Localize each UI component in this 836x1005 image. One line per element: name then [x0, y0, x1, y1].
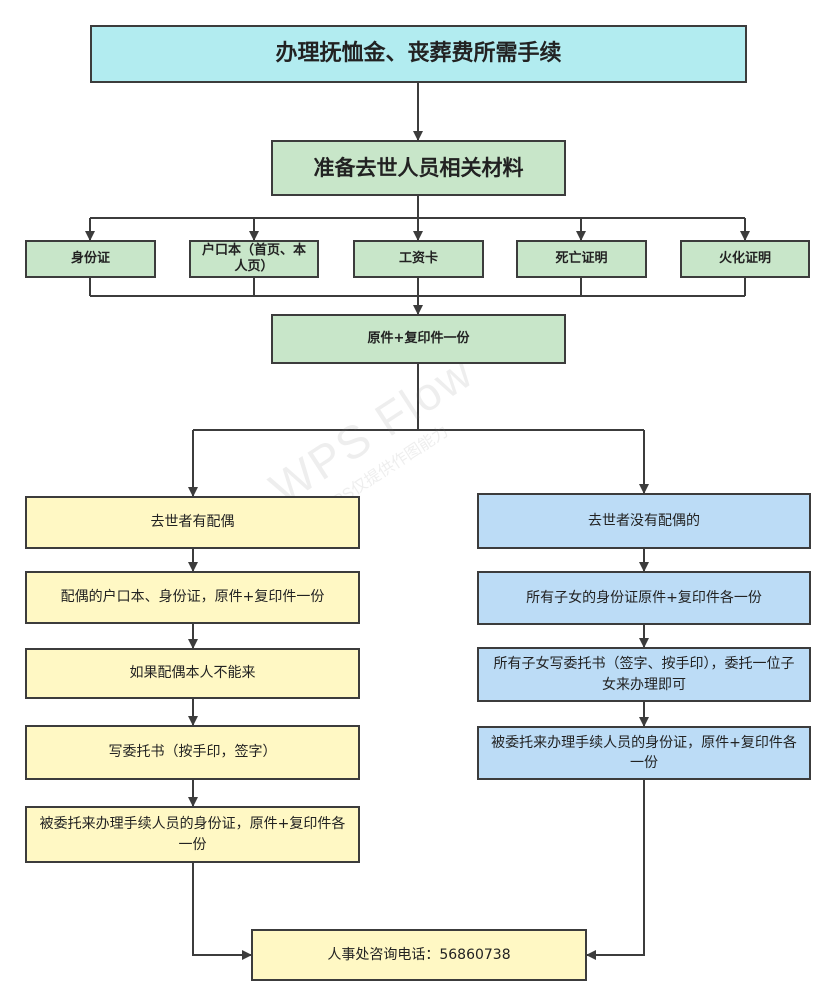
material-id-card: 身份证: [25, 240, 156, 278]
spouse-step-2: 如果配偶本人不能来: [25, 648, 360, 699]
material-hukou: 户口本（首页、本人页）: [189, 240, 319, 278]
no-spouse-header: 去世者没有配偶的: [477, 493, 811, 549]
spouse-step-3: 写委托书（按手印，签字）: [25, 725, 360, 780]
connector-materials-merge: [89, 278, 746, 297]
spouse-step-1: 配偶的户口本、身份证，原件+复印件一份: [25, 571, 360, 624]
no-spouse-step-3: 被委托来办理手续人员的身份证，原件+复印件各一份: [477, 726, 811, 780]
spouse-step-4: 被委托来办理手续人员的身份证，原件+复印件各一份: [25, 806, 360, 863]
arrow-left-to-contact: [192, 863, 252, 960]
connector-copies-split: [193, 364, 644, 431]
copies-box: 原件+复印件一份: [271, 314, 566, 364]
no-spouse-step-2: 所有子女写委托书（签字、按手印），委托一位子女来办理即可: [477, 647, 811, 702]
no-spouse-step-1: 所有子女的身份证原件+复印件各一份: [477, 571, 811, 625]
material-salary-card: 工资卡: [353, 240, 484, 278]
contact-box: 人事处咨询电话：56860738: [251, 929, 587, 981]
prepare-box: 准备去世人员相关材料: [271, 140, 566, 196]
arrow-right-to-contact: [586, 780, 645, 960]
spouse-header: 去世者有配偶: [25, 496, 360, 549]
connector-prepare-branch: [90, 196, 745, 219]
material-cremation-certificate: 火化证明: [680, 240, 810, 278]
material-death-certificate: 死亡证明: [516, 240, 647, 278]
title-box: 办理抚恤金、丧葬费所需手续: [90, 25, 747, 83]
